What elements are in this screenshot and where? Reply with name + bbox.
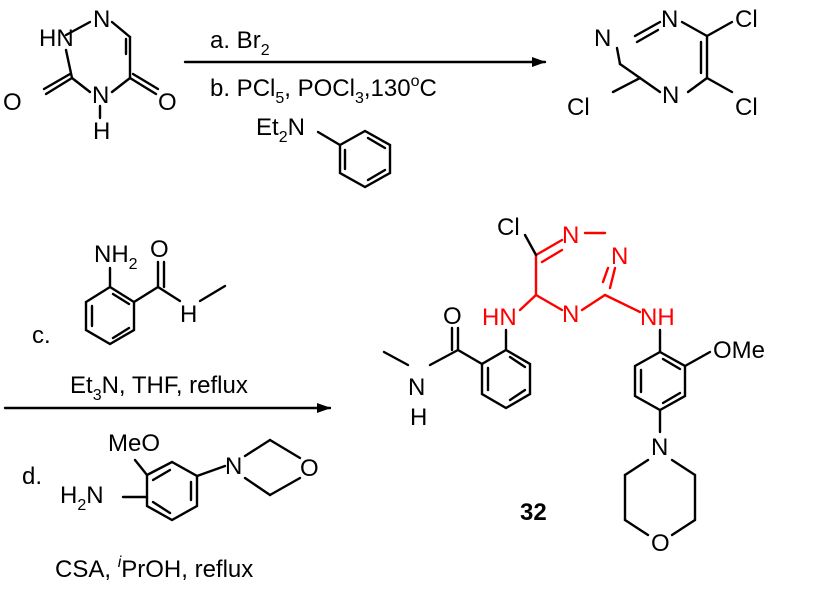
atom-n1: N <box>594 25 611 52</box>
atom-n-ring: N <box>92 82 109 109</box>
atom-meo: MeO <box>108 430 160 457</box>
atom-nh-product: NH <box>640 304 675 331</box>
atom-h: H <box>93 118 110 145</box>
atom-nh2: NH2 <box>94 241 138 273</box>
atom-o-left: O <box>3 89 22 116</box>
starting-material-azauracil: HN N O O N H <box>3 6 177 145</box>
atom-n1-product: N <box>562 222 579 249</box>
atom-cl-5: Cl <box>735 94 758 121</box>
atom-n4-product: N <box>562 301 579 328</box>
compound-label: 32 <box>520 499 547 526</box>
atom-o-morph-product: O <box>651 530 670 557</box>
atom-n-amide-product: N <box>408 374 425 401</box>
step-d-label: d. <box>22 463 42 490</box>
product-32: Cl N N N HN NH O N H <box>382 214 765 557</box>
trichlorotriazine: N N N Cl Cl Cl <box>567 6 758 121</box>
atom-n-morph-product: N <box>651 434 668 461</box>
atom-o-morph: O <box>300 455 319 482</box>
atom-n2-product: N <box>611 243 628 270</box>
step-a-label: a. Br2 <box>210 27 270 59</box>
atom-cl-3: Cl <box>567 94 590 121</box>
reagent-aminobenzamide: NH2 O H c. <box>32 236 227 349</box>
atom-h2n: H2N <box>60 482 104 514</box>
atom-nh-amide: H <box>180 301 197 328</box>
step-d-conditions: CSA, iPrOH, reflux <box>55 554 253 583</box>
atom-cl-6: Cl <box>735 6 758 33</box>
reaction-arrow-1: a. Br2 b. PCl5, POCl3,130oC <box>183 27 547 107</box>
reagent-methoxy-morpholinoaniline: MeO H2N N O CSA, iPrOH, reflux <box>55 430 319 583</box>
atom-hn-product: HN <box>482 304 517 331</box>
atom-hn: HN <box>39 25 74 52</box>
atom-h-amide-product: H <box>410 404 427 431</box>
reaction-arrow-2: Et3N, THF, reflux d. <box>3 372 332 490</box>
atom-n4: N <box>662 82 679 109</box>
step-c-label: c. <box>32 322 51 349</box>
atom-o-amide: O <box>150 236 169 263</box>
atom-cl-product: Cl <box>497 214 520 241</box>
atom-ome-product: OMe <box>713 337 765 364</box>
step-b-label: b. PCl5, POCl3,130oC <box>210 73 437 107</box>
atom-n-morph: N <box>225 453 242 480</box>
atom-et2n: Et2N <box>256 114 305 146</box>
atom-o-product: O <box>443 303 462 330</box>
step-c-conditions: Et3N, THF, reflux <box>70 372 248 404</box>
atom-n2: N <box>661 6 678 33</box>
atom-o-right: O <box>158 89 177 116</box>
atom-n: N <box>93 6 110 33</box>
reagent-diethylaniline: Et2N <box>256 114 392 189</box>
